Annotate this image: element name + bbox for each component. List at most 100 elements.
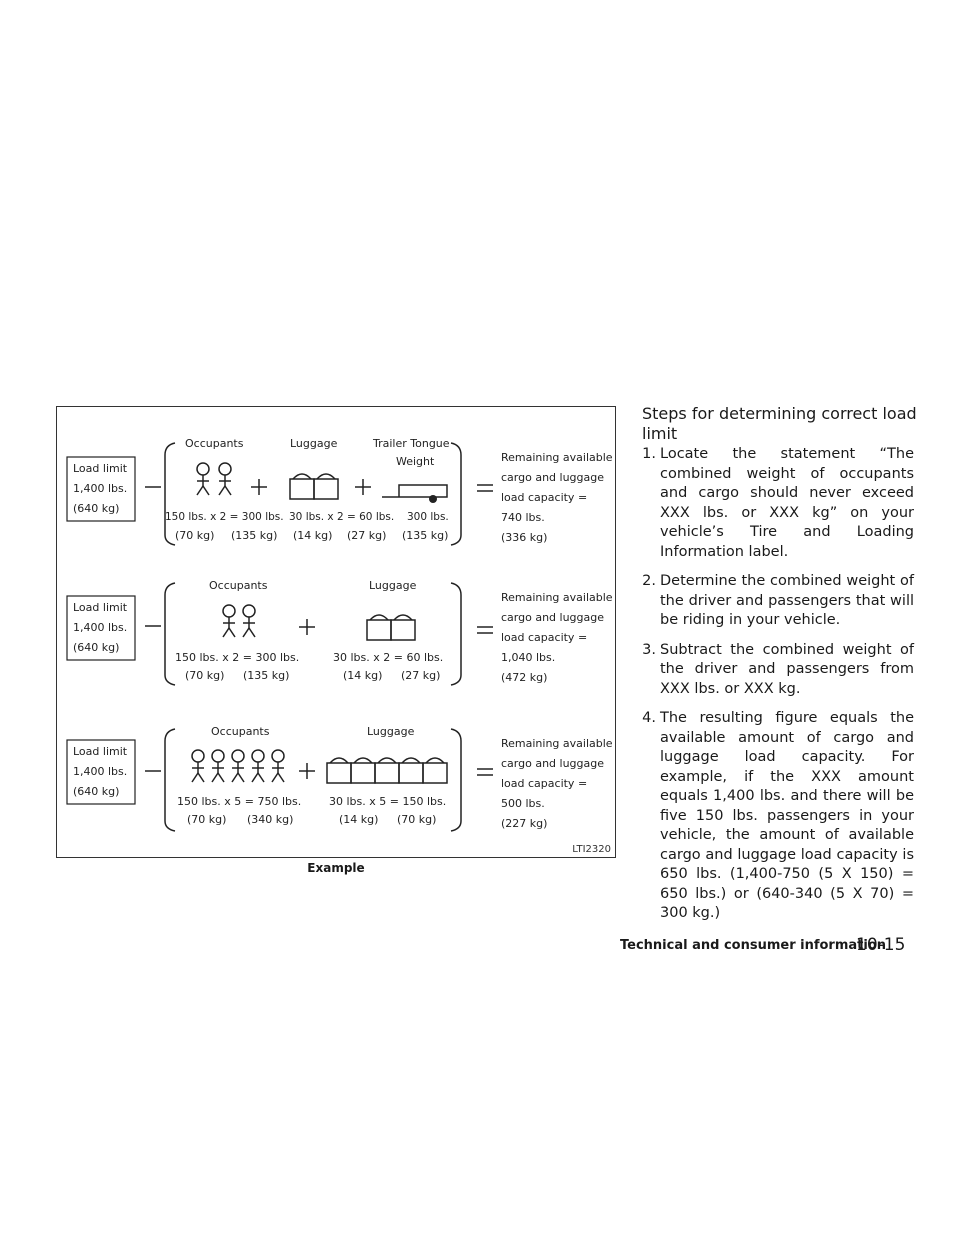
load-limit-kg: (640 kg) bbox=[73, 502, 120, 515]
result-line: (472 kg) bbox=[501, 671, 548, 684]
result-line: Remaining available bbox=[501, 451, 613, 464]
result-line: cargo and luggage bbox=[501, 757, 605, 770]
occupant-icon bbox=[211, 749, 225, 783]
right-bracket bbox=[450, 728, 462, 832]
left-bracket bbox=[164, 728, 176, 832]
luggage-label: Luggage bbox=[290, 437, 338, 450]
result-line: load capacity = bbox=[501, 631, 588, 644]
load-limit-lbs: 1,400 lbs. bbox=[73, 482, 128, 495]
list-item: 1. Locate the statement “The combined we… bbox=[622, 445, 914, 562]
occupants-metric-total: (135 kg) bbox=[243, 669, 290, 682]
result-line: Remaining available bbox=[501, 737, 613, 750]
load-limit-label: Load limit bbox=[73, 601, 128, 614]
steps-list: 1. Locate the statement “The combined we… bbox=[622, 445, 914, 934]
figure-code: LTI2320 bbox=[572, 844, 611, 855]
footer-section-title: Technical and consumer information bbox=[620, 938, 887, 953]
occupant-icon bbox=[196, 462, 210, 496]
left-bracket bbox=[164, 442, 176, 546]
step-text: The resulting figure equals the availabl… bbox=[660, 710, 914, 921]
occupant-icon bbox=[218, 462, 232, 496]
luggage-icon bbox=[390, 614, 416, 641]
result-line: (336 kg) bbox=[501, 531, 548, 544]
trailer-metric: (135 kg) bbox=[402, 529, 449, 542]
luggage-metric-each: (14 kg) bbox=[293, 529, 333, 542]
occupants-metric-total: (135 kg) bbox=[231, 529, 278, 542]
occupant-icon bbox=[271, 749, 285, 783]
step-text: Subtract the combined weight of the driv… bbox=[660, 641, 914, 697]
luggage-icon bbox=[398, 757, 424, 784]
result-line: Remaining available bbox=[501, 591, 613, 604]
luggage-label: Luggage bbox=[369, 579, 417, 592]
trailer-calc: 300 lbs. bbox=[407, 511, 449, 523]
step-number: 3. bbox=[642, 641, 656, 658]
occupants-metric-total: (340 kg) bbox=[247, 813, 294, 826]
load-limit-kg: (640 kg) bbox=[73, 785, 120, 798]
page-number: 10-15 bbox=[856, 935, 906, 955]
trailer-tongue-label: Trailer Tongue bbox=[373, 437, 450, 450]
step-text: Locate the statement “The combined weigh… bbox=[660, 446, 914, 560]
step-text: Determine the combined weight of the dri… bbox=[660, 573, 914, 628]
luggage-calc: 30 lbs. x 2 = 60 lbs. bbox=[289, 511, 395, 523]
result-line: 740 lbs. bbox=[501, 511, 545, 524]
luggage-icon bbox=[366, 614, 392, 641]
load-example-figure: Load limit 1,400 lbs. (640 kg) Occupants… bbox=[56, 406, 616, 858]
luggage-label: Luggage bbox=[367, 725, 415, 738]
luggage-metric-total: (27 kg) bbox=[401, 669, 441, 682]
load-limit-box bbox=[66, 739, 136, 805]
luggage-icon bbox=[422, 757, 448, 784]
occupant-icon bbox=[231, 749, 245, 783]
occupants-label: Occupants bbox=[209, 579, 268, 592]
luggage-metric-total: (27 kg) bbox=[347, 529, 387, 542]
result-line: load capacity = bbox=[501, 777, 588, 790]
figure-graphics bbox=[66, 442, 493, 832]
result-line: (227 kg) bbox=[501, 817, 548, 830]
step-number: 1. bbox=[642, 446, 656, 462]
luggage-calc: 30 lbs. x 5 = 150 lbs. bbox=[329, 795, 447, 808]
luggage-icon bbox=[350, 757, 376, 784]
load-limit-box bbox=[66, 595, 136, 661]
luggage-metric-each: (14 kg) bbox=[343, 669, 383, 682]
load-limit-box bbox=[66, 456, 136, 522]
luggage-metric-total: (70 kg) bbox=[397, 813, 437, 826]
load-limit-label: Load limit bbox=[73, 462, 128, 475]
section-heading: Steps for determining correct load limit bbox=[642, 404, 917, 443]
result-line: 1,040 lbs. bbox=[501, 651, 556, 664]
luggage-calc: 30 lbs. x 2 = 60 lbs. bbox=[333, 651, 444, 664]
luggage-icon bbox=[374, 757, 400, 784]
result-line: cargo and luggage bbox=[501, 471, 605, 484]
occupant-icon bbox=[222, 604, 236, 638]
trailer-weight-label: Weight bbox=[396, 455, 435, 468]
luggage-icon bbox=[326, 757, 352, 784]
step-number: 4. bbox=[642, 710, 656, 726]
list-item: 4. The resulting figure equals the avail… bbox=[622, 709, 914, 924]
right-bracket bbox=[450, 582, 462, 686]
occupant-icon bbox=[242, 604, 256, 638]
left-bracket bbox=[164, 582, 176, 686]
result-line: 500 lbs. bbox=[501, 797, 545, 810]
trailer-tongue-icon bbox=[382, 484, 448, 503]
list-item: 3. Subtract the combined weight of the d… bbox=[622, 641, 914, 700]
load-limit-label: Load limit bbox=[73, 745, 128, 758]
occupants-label: Occupants bbox=[185, 437, 244, 450]
occupants-metric-each: (70 kg) bbox=[187, 813, 227, 826]
luggage-metric-each: (14 kg) bbox=[339, 813, 379, 826]
occupants-metric-each: (70 kg) bbox=[185, 669, 225, 682]
occupant-icon bbox=[191, 749, 205, 783]
occupants-metric-each: (70 kg) bbox=[175, 529, 215, 542]
load-limit-lbs: 1,400 lbs. bbox=[73, 621, 128, 634]
step-number: 2. bbox=[642, 573, 656, 589]
list-item: 2. Determine the combined weight of the … bbox=[622, 572, 914, 631]
luggage-icon bbox=[313, 473, 339, 500]
occupants-calc: 150 lbs. x 2 = 300 lbs. bbox=[175, 651, 300, 664]
luggage-icon bbox=[289, 473, 315, 500]
result-line: cargo and luggage bbox=[501, 611, 605, 624]
right-bracket bbox=[450, 442, 462, 546]
result-line: load capacity = bbox=[501, 491, 588, 504]
occupants-label: Occupants bbox=[211, 725, 270, 738]
load-limit-lbs: 1,400 lbs. bbox=[73, 765, 128, 778]
occupants-calc: 150 lbs. x 5 = 750 lbs. bbox=[177, 795, 302, 808]
load-limit-kg: (640 kg) bbox=[73, 641, 120, 654]
figure-caption: Example bbox=[307, 861, 365, 875]
occupants-calc: 150 lbs. x 2 = 300 lbs. bbox=[165, 511, 284, 523]
occupant-icon bbox=[251, 749, 265, 783]
